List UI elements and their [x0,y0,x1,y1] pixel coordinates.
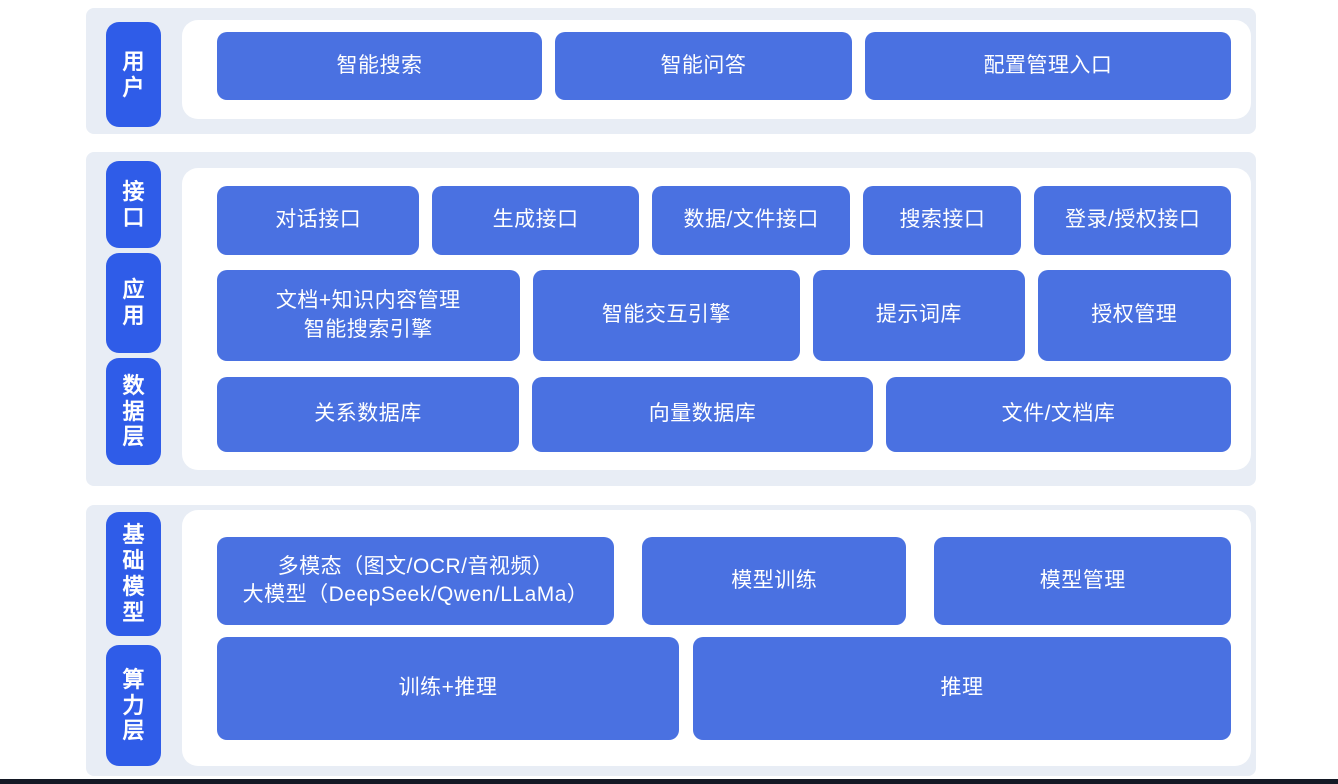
block-login-auth-api: 登录/授权接口 [1034,186,1231,255]
layer-label-interface: 接口 [106,161,161,248]
layer-label-user: 用户 [106,22,161,127]
block-inference: 推理 [692,637,1231,740]
user-layer-row: 智能搜索 智能问答 配置管理入口 [217,32,1231,100]
block-dialog-api: 对话接口 [217,186,420,255]
section-user-layer: 用户 智能搜索 智能问答 配置管理入口 [86,8,1256,134]
block-smart-search: 智能搜索 [217,32,542,100]
data-layer-row: 关系数据库 向量数据库 文件/文档库 [217,377,1231,452]
block-multimodal-llm: 多模态（图文/OCR/音视频） 大模型（DeepSeek/Qwen/LLaMa） [217,537,615,625]
section-middle-layers: 接口 应用 数据层 对话接口 生成接口 数据/文件接口 搜索接口 登录/授权接口… [86,152,1256,486]
block-generation-api: 生成接口 [432,186,639,255]
block-model-training: 模型训练 [642,537,907,625]
block-prompt-library: 提示词库 [813,270,1025,361]
block-model-management: 模型管理 [934,537,1231,625]
block-doc-knowledge-search-engine: 文档+知识内容管理 智能搜索引擎 [217,270,520,361]
block-training-inference: 训练+推理 [217,637,679,740]
block-interaction-engine: 智能交互引擎 [532,270,801,361]
block-auth-management: 授权管理 [1037,270,1231,361]
application-row: 文档+知识内容管理 智能搜索引擎 智能交互引擎 提示词库 授权管理 [217,270,1231,361]
block-config-management-entry: 配置管理入口 [864,32,1231,100]
block-smart-qa: 智能问答 [554,32,852,100]
compute-layer-row: 训练+推理 推理 [217,637,1231,740]
interface-row: 对话接口 生成接口 数据/文件接口 搜索接口 登录/授权接口 [217,186,1231,255]
layer-label-foundation-model: 基础模型 [106,512,161,636]
block-relational-db: 关系数据库 [217,377,519,452]
bottom-layers-panel: 多模态（图文/OCR/音视频） 大模型（DeepSeek/Qwen/LLaMa）… [182,510,1251,766]
block-vector-db: 向量数据库 [532,377,873,452]
section-bottom-layers: 基础模型 算力层 多模态（图文/OCR/音视频） 大模型（DeepSeek/Qw… [86,505,1256,776]
block-data-file-api: 数据/文件接口 [651,186,851,255]
layer-label-compute-layer: 算力层 [106,645,161,766]
middle-layers-panel: 对话接口 生成接口 数据/文件接口 搜索接口 登录/授权接口 文档+知识内容管理… [182,168,1251,470]
block-file-doc-store: 文件/文档库 [886,377,1231,452]
layer-label-application: 应用 [106,253,161,353]
foundation-model-row: 多模态（图文/OCR/音视频） 大模型（DeepSeek/Qwen/LLaMa）… [217,537,1231,625]
layer-label-data-layer: 数据层 [106,358,161,465]
block-search-api: 搜索接口 [863,186,1022,255]
bottom-divider-bar [0,779,1338,784]
user-layer-panel: 智能搜索 智能问答 配置管理入口 [182,20,1251,119]
